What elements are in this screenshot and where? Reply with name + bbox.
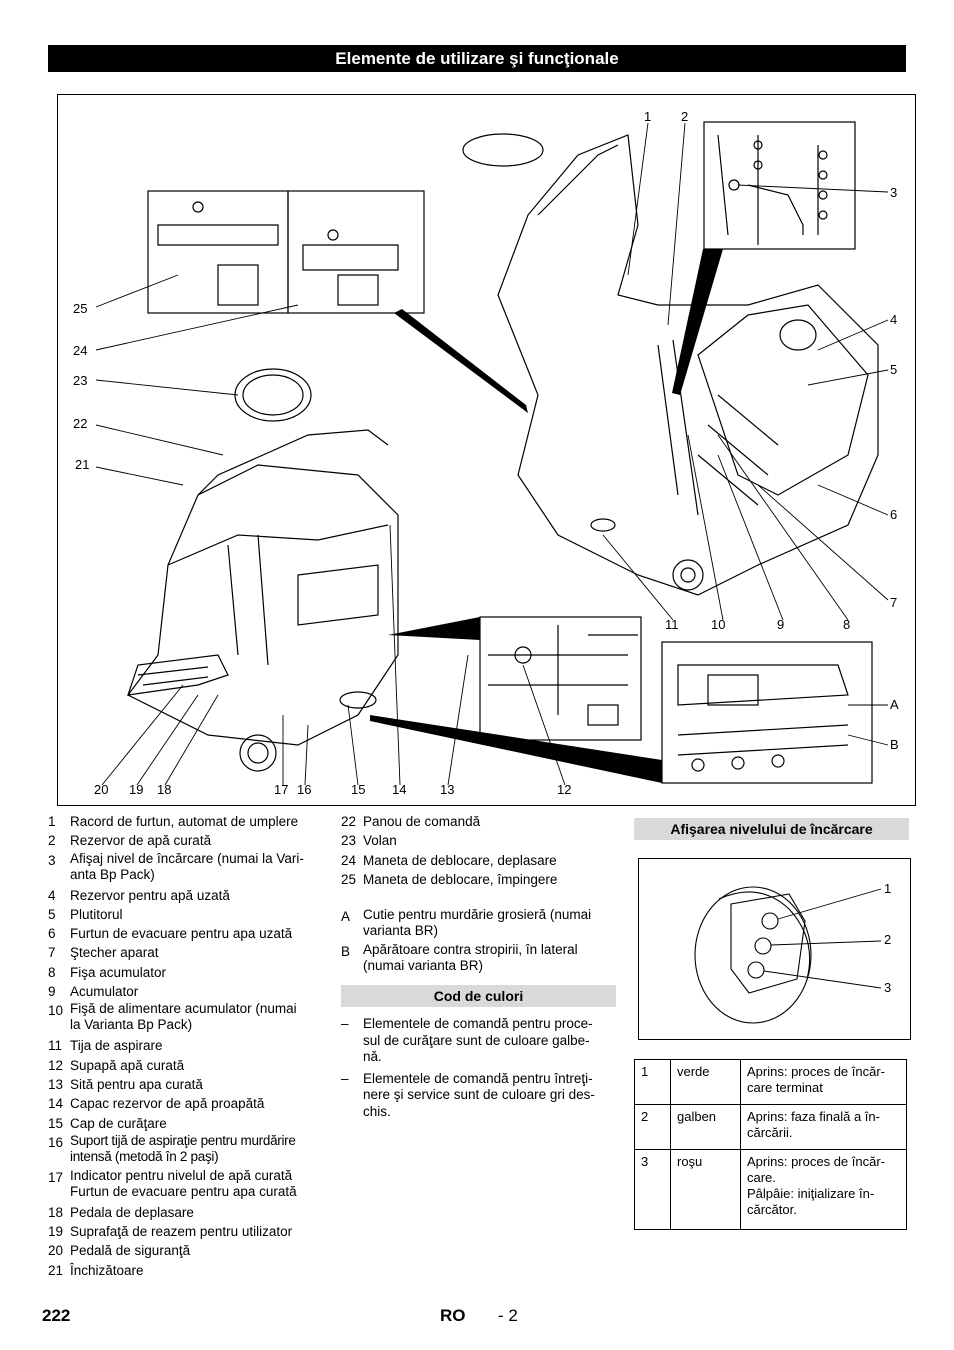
callout-4: 4 <box>890 312 898 327</box>
callout-3: 3 <box>890 185 898 200</box>
callout-16: 16 <box>297 782 312 797</box>
charge-indicator-illustration: 1 2 3 <box>638 858 911 1040</box>
charge-callout-1: 1 <box>884 881 892 896</box>
callout-23: 23 <box>73 373 88 388</box>
color-code-heading: Cod de culori <box>341 985 616 1007</box>
machine-illustration: 1 2 3 4 5 6 7 8 A B 25 24 23 22 21 11 10… <box>57 94 916 806</box>
callout-2: 2 <box>681 109 689 124</box>
callout-5: 5 <box>890 362 898 377</box>
charge-callout-3: 3 <box>884 980 892 995</box>
color-code-list: –Elementele de comandă pentru proce- sul… <box>341 1016 616 1125</box>
language-code: RO <box>440 1306 466 1325</box>
page-title: Elemente de utilizare şi funcţionale <box>48 45 906 72</box>
table-row: 3 roşu Aprins: proces de încăr- care. Pâ… <box>634 1149 907 1230</box>
list-item: –Elementele de comandă pentru proce- sul… <box>341 1016 593 1064</box>
sub-page-number: - 2 <box>498 1306 518 1325</box>
callout-B: B <box>890 737 899 752</box>
callout-8: 8 <box>843 617 851 632</box>
callout-6: 6 <box>890 507 898 522</box>
machine-drawing <box>95 121 889 786</box>
callout-1: 1 <box>644 109 652 124</box>
callout-A: A <box>890 697 899 712</box>
callout-17: 17 <box>274 782 289 797</box>
callout-21: 21 <box>75 457 90 472</box>
callout-20: 20 <box>94 782 109 797</box>
callout-25: 25 <box>73 301 88 316</box>
charge-indicator-drawing <box>694 886 882 1024</box>
callout-13: 13 <box>440 782 455 797</box>
charge-status-table: 1 verde Aprins: proces de încăr- care te… <box>634 1059 907 1230</box>
callout-14: 14 <box>392 782 407 797</box>
callout-7: 7 <box>890 595 898 610</box>
callout-11: 11 <box>665 617 679 632</box>
callout-10: 10 <box>711 617 726 632</box>
list-item: –Elementele de comandă pentru întreţi- n… <box>341 1070 595 1119</box>
callout-18: 18 <box>157 782 172 797</box>
table-row: 1 verde Aprins: proces de încăr- care te… <box>634 1059 907 1105</box>
callout-24: 24 <box>73 343 88 358</box>
callout-15: 15 <box>351 782 366 797</box>
callout-12: 12 <box>557 782 572 797</box>
callout-19: 19 <box>129 782 144 797</box>
charge-callout-2: 2 <box>884 932 892 947</box>
page-number: 222 <box>42 1306 71 1325</box>
callout-22: 22 <box>73 416 88 431</box>
callout-9: 9 <box>777 617 785 632</box>
charge-display-heading: Afişarea nivelului de încărcare <box>634 818 909 840</box>
table-row: 2 galben Aprins: faza finală a în- cărcă… <box>634 1104 907 1150</box>
